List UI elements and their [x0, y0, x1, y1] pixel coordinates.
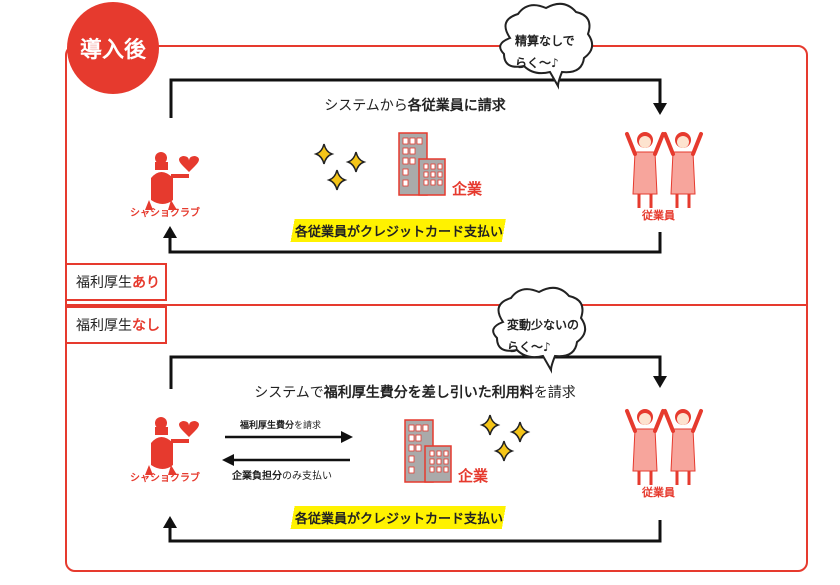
company-label: 企業 — [458, 467, 489, 485]
label-with-welfare: 福利厚生あり — [65, 263, 167, 301]
label-without-welfare: 福利厚生なし — [65, 306, 167, 344]
credit-card-banner: 各従業員がクレジットカード支払い — [285, 506, 522, 529]
top-flow-title: システムから各従業員に請求 — [324, 95, 506, 115]
arrow-label-plain: のみ支払い — [282, 471, 332, 482]
bubble-line: 変動少ないの — [507, 318, 580, 332]
employee-icon — [663, 130, 703, 210]
bottom-flow-title: システムで福利厚生費分を差し引いた利用料を請求 — [254, 382, 576, 402]
label-accent: あり — [132, 275, 160, 291]
arrow-label-bold: 福利厚生費分 — [240, 421, 295, 431]
logo-text: シャショクラブ — [130, 473, 200, 484]
arrow-label-welfare-billing: 福利厚生費分を請求 — [240, 418, 321, 431]
bubble-text: 精算なしでらく〜♪ — [515, 30, 575, 74]
employees-label: 従業員 — [642, 209, 675, 222]
bubble-line: 精算なしで — [515, 34, 575, 48]
title-bold: 福利厚生費分を差し引いた利用料 — [323, 385, 534, 401]
title-plain: システムから — [324, 98, 408, 114]
label-accent: なし — [132, 318, 160, 334]
sparkle-icon — [328, 169, 346, 191]
sparkle-icon — [347, 151, 365, 173]
title-bold: 各従業員に請求 — [407, 98, 506, 114]
title-plain: を請求 — [533, 385, 576, 401]
shashoclub-logo-icon — [143, 415, 201, 477]
credit-card-banner: 各従業員がクレジットカード支払い — [285, 219, 522, 242]
arrow-label-bold: 企業負担分 — [232, 471, 282, 482]
sparkle-icon — [511, 421, 529, 443]
bubble-line: らく〜♪ — [507, 340, 551, 354]
arrow-label-plain: を請求 — [294, 421, 322, 431]
sparkle-icon — [315, 143, 333, 165]
shashoclub-logo-icon — [143, 150, 201, 212]
sparkle-icon — [495, 440, 513, 462]
building-icon — [404, 419, 452, 483]
label-text: 福利厚生 — [76, 275, 132, 291]
sparkle-icon — [481, 414, 499, 436]
bubble-line: らく〜♪ — [515, 56, 559, 70]
logo-text: シャショクラブ — [130, 208, 200, 219]
employees-label: 従業員 — [642, 486, 675, 499]
building-icon — [398, 132, 446, 196]
employee-icon — [625, 130, 665, 210]
title-plain: システムで — [254, 385, 324, 401]
label-text: 福利厚生 — [76, 318, 132, 334]
employee-icon — [625, 407, 665, 487]
bubble-text: 変動少ないのらく〜♪ — [507, 314, 579, 358]
after-introduction-badge: 導入後 — [67, 2, 159, 94]
company-label: 企業 — [452, 180, 483, 198]
arrow-label-company-payment: 企業負担分のみ支払い — [232, 467, 332, 482]
employee-icon — [663, 407, 703, 487]
section-divider — [65, 304, 808, 306]
